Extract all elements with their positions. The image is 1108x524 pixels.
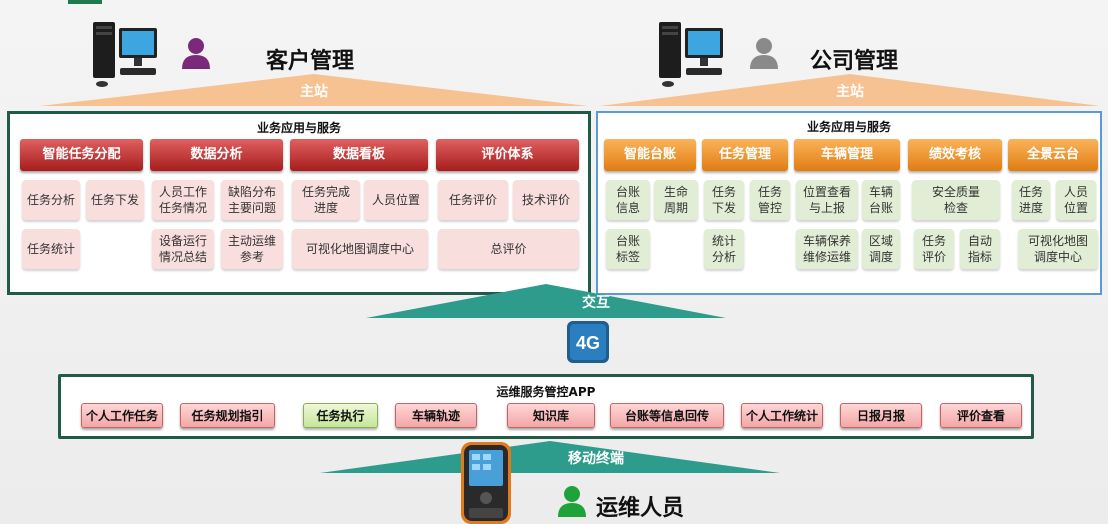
mobile-terminal-label: 移动终端 (568, 451, 624, 467)
app-button-view-evaluation[interactable]: 评价查看 (940, 403, 1022, 428)
header-smart-task-assignment: 智能任务分配 (20, 139, 143, 171)
cell-visual-map-dispatch: 可视化地图 调度中心 (1018, 229, 1098, 269)
app-button-personal-statistics[interactable]: 个人工作统计 (741, 403, 823, 428)
person-icon (182, 38, 210, 69)
cell-staff-location: 人员 位置 (1056, 180, 1096, 220)
top-accent-bar (68, 0, 102, 4)
cell-life-cycle: 生命 周期 (654, 180, 698, 220)
desktop-computer-icon (93, 22, 157, 87)
host-label-left: 主站 (300, 84, 328, 100)
person-icon (750, 38, 778, 69)
company-services-panel: 业务应用与服务 智能台账 任务管理 车辆管理 绩效考核 全景云台 台账 信息 生… (596, 111, 1102, 295)
cell-auto-indicators: 自动 指标 (960, 229, 1000, 269)
app-button-task-planning[interactable]: 任务规划指引 (180, 403, 275, 428)
cell-vehicle-ledger: 车辆 台账 (862, 180, 900, 220)
header-vehicle-management: 车辆管理 (794, 139, 900, 171)
company-management-title: 公司管理 (810, 49, 899, 74)
panel-title: 业务应用与服务 (256, 121, 341, 135)
cell-task-analysis: 任务分析 (22, 180, 80, 220)
header-data-analysis: 数据分析 (150, 139, 283, 171)
header-panoramic-ptz: 全景云台 (1008, 139, 1098, 171)
cell-task-progress: 任务完成 进度 (292, 180, 360, 220)
interaction-label: 交互 (582, 295, 610, 311)
cell-staff-location: 人员位置 (364, 180, 428, 220)
header-performance-assessment: 绩效考核 (908, 139, 1002, 171)
cell-task-evaluation: 任务 评价 (914, 229, 954, 269)
cell-equipment-operation: 设备运行 情况总结 (152, 229, 214, 269)
4g-badge-text: 4G (576, 333, 600, 353)
app-panel-title: 运维服务管控APP (496, 385, 596, 399)
cell-ledger-info: 台账 信息 (606, 180, 650, 220)
cell-statistics-analysis: 统计 分析 (704, 229, 744, 269)
cell-technical-evaluation: 技术评价 (513, 180, 579, 220)
cell-task-control: 任务 管控 (750, 180, 790, 220)
cell-task-evaluation: 任务评价 (438, 180, 508, 220)
client-management-title: 客户管理 (266, 49, 355, 74)
desktop-computer-icon (659, 22, 723, 87)
host-label-right: 主站 (836, 84, 864, 100)
mobile-terminal-triangle (320, 441, 780, 473)
client-services-panel: 业务应用与服务 智能任务分配 数据分析 数据看板 评价体系 任务分析 任务下发 … (7, 111, 591, 295)
app-button-knowledge-base[interactable]: 知识库 (507, 403, 595, 428)
cell-area-dispatch: 区域 调度 (862, 229, 900, 269)
operator-title: 运维人员 (596, 496, 685, 521)
cell-task-statistics: 任务统计 (22, 229, 80, 269)
app-button-vehicle-track[interactable]: 车辆轨迹 (395, 403, 477, 428)
app-button-personal-tasks[interactable]: 个人工作任务 (81, 403, 163, 428)
cell-staff-work-status: 人员工作 任务情况 (152, 180, 214, 220)
cell-task-progress: 任务 进度 (1012, 180, 1050, 220)
cell-ledger-tag: 台账 标签 (606, 229, 650, 269)
header-data-dashboard: 数据看板 (290, 139, 428, 171)
cell-task-dispatch: 任务下发 (86, 180, 144, 220)
host-triangle-left (40, 74, 588, 106)
cell-vehicle-maintenance: 车辆保养 维修运维 (796, 229, 858, 269)
person-icon (558, 486, 586, 517)
header-task-management: 任务管理 (702, 139, 788, 171)
header-evaluation-system: 评价体系 (436, 139, 579, 171)
app-button-daily-monthly-report[interactable]: 日报月报 (840, 403, 922, 428)
cell-location-report: 位置查看 与上报 (796, 180, 858, 220)
host-triangle-right (600, 74, 1100, 106)
cell-overall-evaluation: 总评价 (438, 229, 579, 269)
panel-title: 业务应用与服务 (806, 120, 891, 134)
cell-proactive-maintenance: 主动运维 参考 (221, 229, 283, 269)
cell-safety-quality-check: 安全质量 检查 (912, 180, 1000, 220)
cell-task-dispatch: 任务 下发 (704, 180, 744, 220)
interaction-triangle (366, 284, 726, 318)
app-button-ledger-return[interactable]: 台账等信息回传 (610, 403, 724, 428)
app-button-task-execution[interactable]: 任务执行 (303, 403, 378, 428)
header-smart-ledger: 智能台账 (604, 139, 696, 171)
4g-badge-icon: 4G (567, 321, 609, 363)
cell-visual-map-dispatch: 可视化地图调度中心 (292, 229, 428, 269)
cell-defect-distribution: 缺陷分布 主要问题 (221, 180, 283, 220)
handheld-terminal-icon (461, 442, 511, 524)
